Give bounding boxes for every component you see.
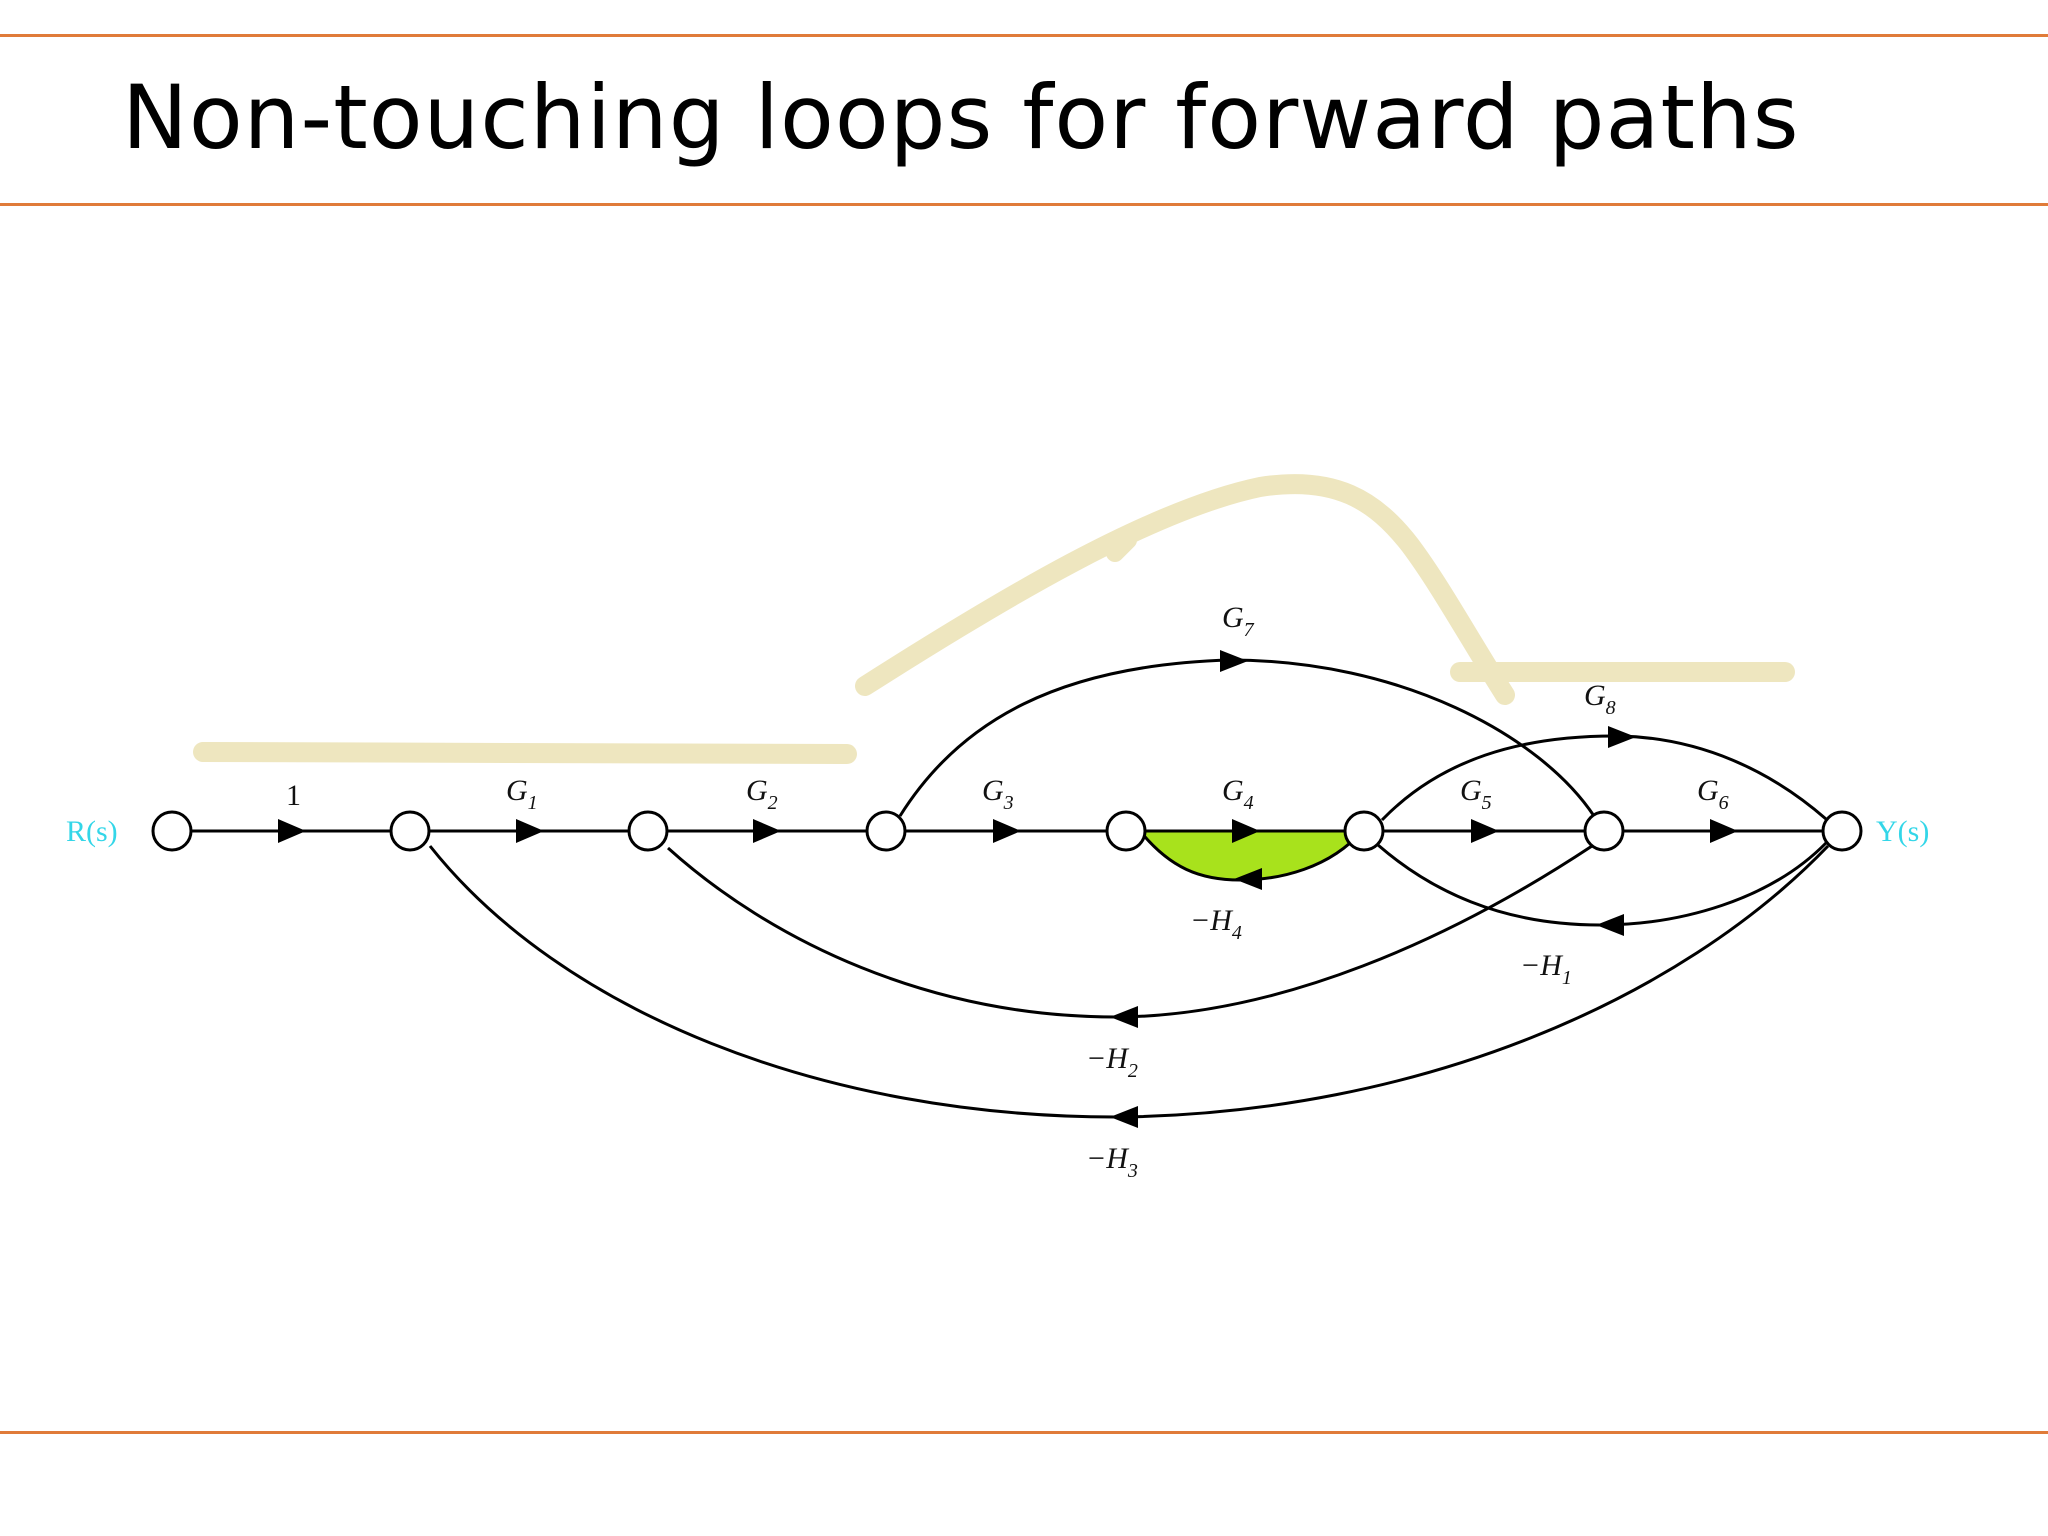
label-g3: G3	[982, 774, 1014, 814]
arrowheads	[278, 650, 1738, 1128]
arrow-h1	[1596, 914, 1624, 936]
slide-title: Non-touching loops for forward paths	[122, 66, 1800, 169]
title-underline-rule	[0, 203, 2048, 206]
top-rule	[0, 34, 2048, 37]
arrow-unit	[278, 819, 306, 843]
label-g6: G6	[1697, 774, 1729, 814]
bottom-rule	[0, 1431, 2048, 1434]
node-6	[1343, 810, 1385, 852]
node-4	[865, 810, 907, 852]
branch-g8	[1380, 734, 1827, 822]
label-h4: −H4	[1190, 904, 1242, 944]
arrow-h3	[1110, 1106, 1138, 1128]
arrow-g8	[1608, 726, 1636, 748]
label-g4: G4	[1222, 774, 1254, 814]
label-g2: G2	[746, 774, 778, 814]
arrow-g4	[1232, 819, 1260, 843]
highlighter-marks	[193, 474, 1795, 764]
arrow-g7	[1220, 650, 1248, 672]
label-g7: G7	[1222, 601, 1255, 641]
input-label: R(s)	[66, 815, 118, 848]
label-unit: 1	[286, 779, 301, 812]
arrow-g1	[516, 819, 544, 843]
highlight-stroke-tick	[1106, 531, 1137, 562]
output-label: Y(s)	[1876, 815, 1929, 848]
label-g5: G5	[1460, 774, 1492, 814]
highlight-stroke-arc	[855, 474, 1515, 705]
label-h1: −H1	[1520, 949, 1572, 989]
arrow-h2	[1110, 1006, 1138, 1028]
node-7	[1583, 810, 1625, 852]
arrow-g2	[753, 819, 781, 843]
arrow-g5	[1471, 819, 1499, 843]
node-3	[627, 810, 669, 852]
label-h2: −H2	[1086, 1042, 1138, 1082]
node-output	[1821, 810, 1863, 852]
branch-h2	[666, 844, 1593, 1019]
branches	[191, 658, 1830, 1119]
node-input	[151, 810, 193, 852]
arrow-g3	[993, 819, 1021, 843]
label-g1: G1	[506, 774, 538, 814]
label-g8: G8	[1584, 679, 1616, 719]
arrow-h4	[1234, 868, 1262, 890]
node-2	[389, 810, 431, 852]
nodes	[151, 810, 1863, 852]
arrow-g6	[1710, 819, 1738, 843]
node-5	[1105, 810, 1147, 852]
label-h3: −H3	[1086, 1142, 1138, 1182]
highlight-stroke-left	[193, 742, 857, 764]
branch-h1	[1377, 841, 1828, 927]
